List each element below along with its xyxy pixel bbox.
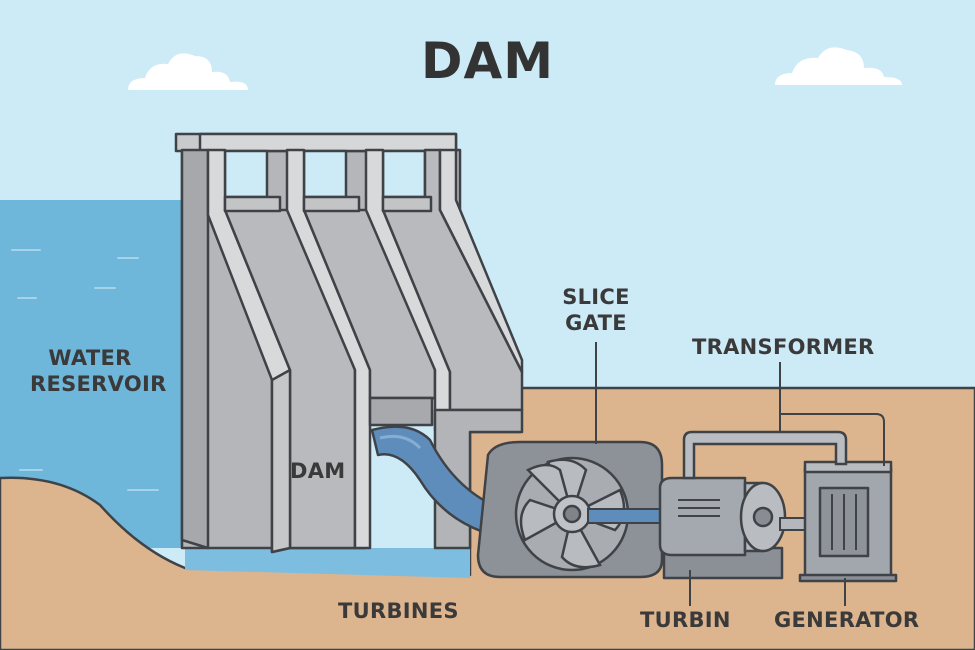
water-reservoir — [0, 200, 185, 548]
dam-structure — [174, 132, 524, 554]
label-water-reservoir-line2: RESERVOIR — [30, 372, 167, 397]
label-slice-gate: SLICE GATE — [548, 284, 644, 337]
cloud-icon — [775, 47, 902, 85]
motor-icon — [658, 476, 787, 580]
water-ripples — [11, 249, 159, 491]
label-turbines: TURBINES — [338, 599, 459, 623]
cloud-icon — [128, 53, 248, 90]
shaft — [587, 508, 664, 524]
turbine-fan-icon — [476, 440, 664, 579]
label-generator: GENERATOR — [774, 608, 920, 632]
label-transformer: TRANSFORMER — [692, 335, 875, 359]
transformer-box-icon — [798, 460, 898, 583]
label-water-reservoir-line1: WATER — [48, 346, 132, 370]
label-slice-gate-line1: SLICE — [562, 285, 630, 309]
label-turbin: TURBIN — [640, 608, 731, 632]
diagram-title: DAM — [421, 32, 554, 90]
label-water-reservoir: WATER RESERVOIR — [30, 345, 167, 398]
label-dam: DAM — [290, 459, 346, 483]
conduit — [682, 430, 848, 480]
tailwater — [185, 548, 470, 578]
leader-lines — [595, 342, 885, 606]
label-slice-gate-line2: GATE — [565, 311, 627, 336]
pipe-highlight — [379, 434, 422, 450]
